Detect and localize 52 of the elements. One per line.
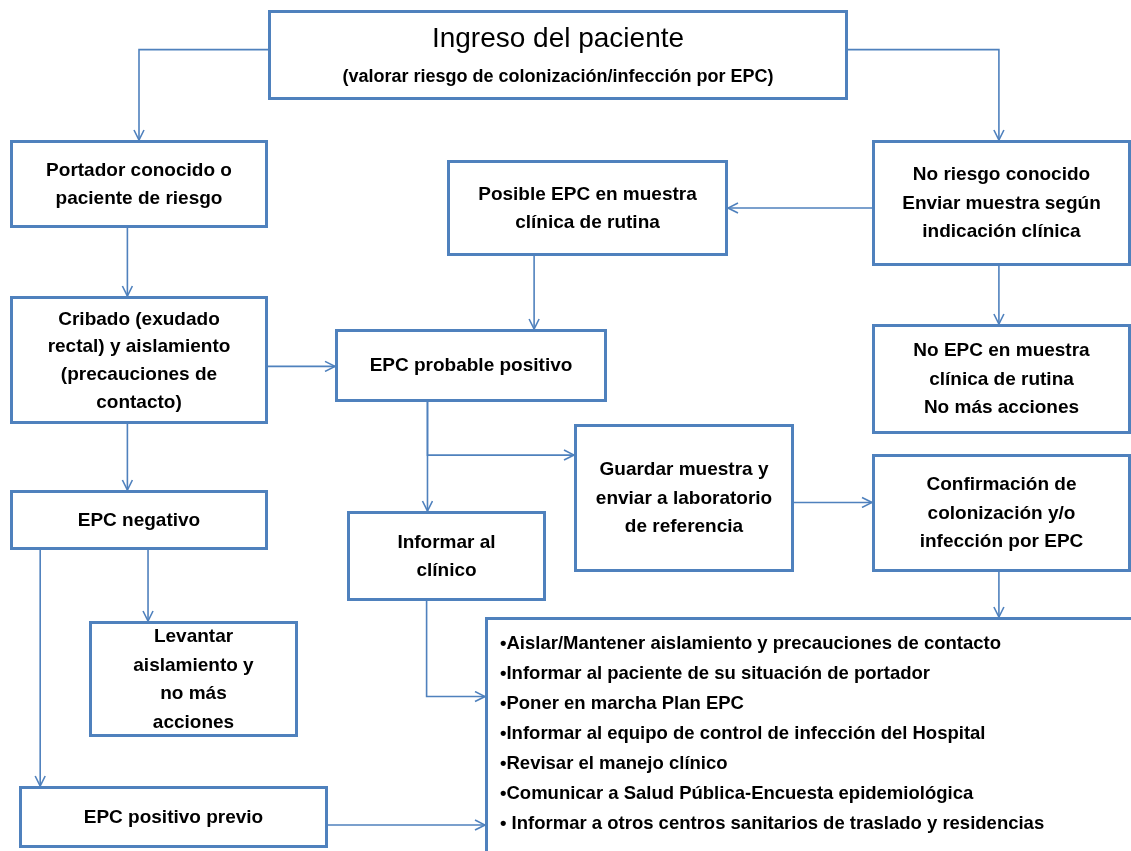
process-box	[268, 10, 848, 100]
arrow	[793, 496, 873, 509]
process-box	[347, 511, 546, 601]
arrow	[426, 401, 575, 461]
process-box	[574, 424, 794, 572]
arrow	[142, 549, 154, 622]
bullet-item: • Informar a otros centros sanitarios de traslado y residencias	[500, 810, 1045, 835]
arrow	[425, 600, 486, 703]
node-text: Guardar muestra y enviar a laboratorio de referencia	[594, 457, 774, 539]
arrow	[528, 255, 540, 330]
arrow	[993, 571, 1005, 618]
arrow	[327, 819, 486, 831]
process-box	[19, 786, 328, 848]
node-text: No más acciones	[923, 395, 1080, 420]
node-text: EPC probable positivo	[369, 353, 573, 378]
arrow	[121, 227, 134, 297]
arrow	[267, 360, 336, 373]
process-box	[447, 160, 728, 256]
node-subtitle: (valorar riesgo de colonización/infección por EPC)	[342, 64, 774, 88]
node-text: Portador conocido o paciente de riesgo	[45, 157, 233, 210]
action-list-box	[485, 617, 1131, 851]
bullet-item: •Informar al paciente de su situación de portador	[500, 660, 930, 685]
arrow	[993, 265, 1005, 325]
arrow	[727, 202, 873, 214]
arrow	[133, 48, 269, 141]
process-box	[872, 324, 1131, 434]
process-box	[89, 621, 298, 737]
process-box	[872, 140, 1131, 266]
bullet-item: •Poner en marcha Plan EPC	[500, 690, 744, 715]
node-text: No riesgo conocido	[912, 162, 1091, 187]
process-box	[10, 140, 268, 228]
node-text: Levantar aislamiento y no más acciones	[132, 624, 255, 734]
node-title: Ingreso del paciente	[431, 21, 685, 56]
arrow	[847, 48, 1005, 141]
arrow	[121, 423, 134, 491]
process-box	[10, 490, 268, 550]
arrow	[34, 549, 46, 787]
bullet-item: •Revisar el manejo clínico	[500, 750, 728, 775]
node-text: Posible EPC en muestra clínica de rutina	[477, 181, 698, 234]
node-text: EPC negativo	[77, 507, 201, 532]
process-box	[335, 329, 607, 402]
node-text: Informar al clínico	[396, 529, 497, 582]
node-text: No EPC en muestra clínica de rutina	[912, 338, 1091, 391]
bullet-item: •Aislar/Mantener aislamiento y precauciones de contacto	[500, 631, 1001, 655]
process-box	[10, 296, 268, 424]
node-text: EPC positivo previo	[83, 804, 264, 829]
node-text: Confirmación de colonización y/o infección por EPC	[918, 472, 1085, 554]
bullet-item: •Informar al equipo de control de infección del Hospital	[500, 720, 986, 745]
bullet-item: •Comunicar a Salud Pública-Encuesta epidemiológica	[500, 780, 974, 805]
process-box	[872, 454, 1131, 572]
node-text: Enviar muestra según indicación clínica	[901, 190, 1102, 244]
node-text: Cribado (exudado rectal) y aislamiento (precauciones de contacto)	[46, 306, 232, 414]
